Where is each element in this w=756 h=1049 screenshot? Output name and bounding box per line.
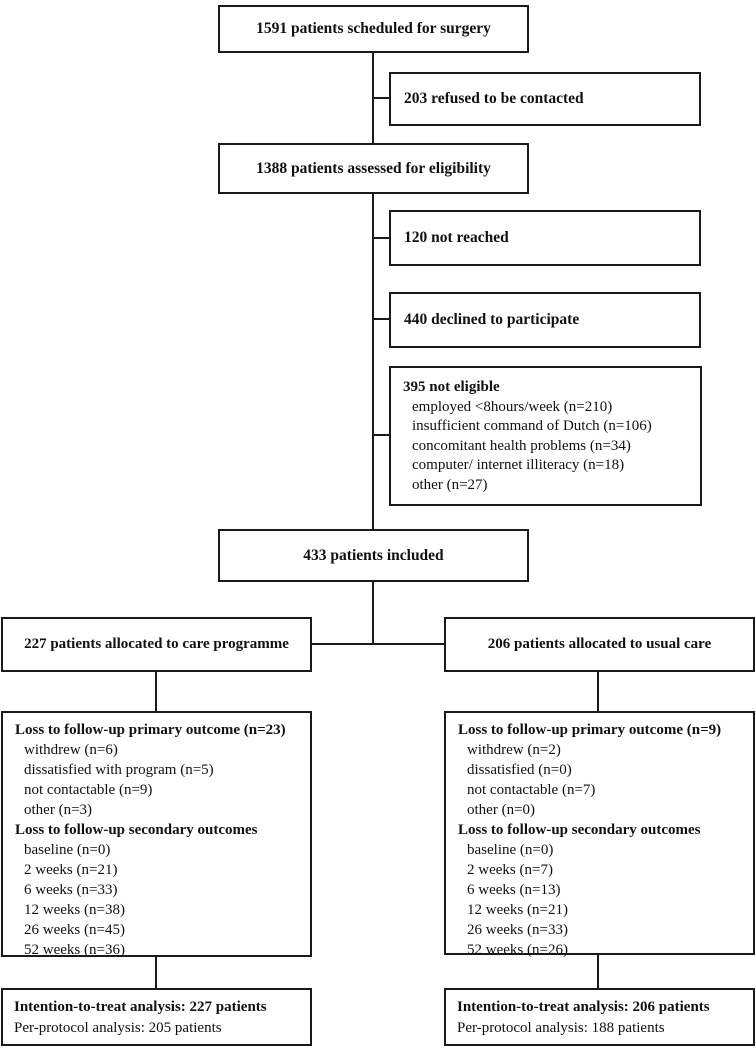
box-refused: 203 refused to be contacted <box>389 72 701 126</box>
box-analysis-usual-care: Intention-to-treat analysis: 206 patient… <box>444 988 755 1046</box>
connector-left-loss-analysis <box>155 955 157 989</box>
loss-secondary-item: 26 weeks (n=45) <box>24 922 125 938</box>
box-scheduled: 1591 patients scheduled for surgery <box>218 5 529 53</box>
loss-secondary-item: 12 weeks (n=38) <box>24 902 125 918</box>
box-allocation-usual-care-label: 206 patients allocated to usual care <box>487 636 712 652</box>
connector-left-allocation-loss <box>155 671 157 712</box>
box-not-reached: 120 not reached <box>389 210 701 266</box>
loss-primary-title: Loss to follow-up primary outcome (n=23) <box>15 722 286 738</box>
loss-secondary-item: 6 weeks (n=13) <box>467 882 561 898</box>
loss-secondary-title: Loss to follow-up secondary outcomes <box>15 822 258 838</box>
itt-analysis-line: Intention-to-treat analysis: 227 patient… <box>14 999 267 1015</box>
loss-primary-item: other (n=0) <box>467 802 536 818</box>
not-eligible-title: 395 not eligible <box>403 379 500 395</box>
loss-secondary-title: Loss to follow-up secondary outcomes <box>458 822 701 838</box>
loss-secondary-item: 26 weeks (n=33) <box>467 922 568 938</box>
not-eligible-item: concomitant health problems (n=34) <box>412 437 631 454</box>
not-eligible-item: employed <8hours/week (n=210) <box>412 398 613 415</box>
loss-secondary-item: 12 weeks (n=21) <box>467 902 568 918</box>
loss-primary-item: withdrew (n=6) <box>24 742 118 758</box>
connector-not-eligible-stub <box>372 434 391 436</box>
box-allocation-care-programme-label: 227 patients allocated to care programme <box>24 636 289 652</box>
box-loss-followup-care-programme: Loss to follow-up primary outcome (n=23)… <box>1 711 312 958</box>
box-allocation-care-programme: 227 patients allocated to care programme <box>1 617 312 672</box>
loss-primary-item: not contactable (n=7) <box>467 782 596 798</box>
box-included-label: 433 patients included <box>303 546 444 564</box>
box-analysis-care-programme: Intention-to-treat analysis: 227 patient… <box>1 988 312 1046</box>
box-assessed: 1388 patients assessed for eligibility <box>218 143 529 194</box>
box-loss-followup-usual-care: Loss to follow-up primary outcome (n=9) … <box>444 711 755 958</box>
loss-secondary-item: 52 weeks (n=26) <box>467 942 568 958</box>
connector-main-vertical <box>372 52 374 531</box>
loss-secondary-item: baseline (n=0) <box>467 842 554 858</box>
loss-primary-item: not contactable (n=9) <box>24 782 153 798</box>
not-eligible-item: other (n=27) <box>412 476 488 493</box>
loss-secondary-item: baseline (n=0) <box>24 842 111 858</box>
loss-secondary-item: 6 weeks (n=33) <box>24 882 118 898</box>
loss-primary-title: Loss to follow-up primary outcome (n=9) <box>458 722 722 738</box>
box-refused-label: 203 refused to be contacted <box>404 90 584 107</box>
box-allocation-usual-care: 206 patients allocated to usual care <box>444 617 755 672</box>
box-included: 433 patients included <box>218 529 529 582</box>
loss-secondary-item: 52 weeks (n=36) <box>24 942 125 958</box>
connector-not-reached-stub <box>372 237 391 239</box>
connector-refused-stub <box>372 97 391 99</box>
box-scheduled-label: 1591 patients scheduled for surgery <box>256 20 491 37</box>
connector-right-allocation-loss <box>597 671 599 712</box>
not-eligible-item: insufficient command of Dutch (n=106) <box>412 418 652 434</box>
per-protocol-line: Per-protocol analysis: 205 patients <box>14 1020 222 1036</box>
box-declined: 440 declined to participate <box>389 292 701 348</box>
loss-primary-item: dissatisfied (n=0) <box>467 762 572 778</box>
not-eligible-item: computer/ internet illiteracy (n=18) <box>412 457 625 473</box>
connector-split-horizontal <box>312 643 444 645</box>
box-declined-label: 440 declined to participate <box>404 311 580 328</box>
per-protocol-line: Per-protocol analysis: 188 patients <box>457 1020 665 1036</box>
box-not-eligible: 395 not eligible employed <8hours/week (… <box>389 366 702 506</box>
box-not-reached-label: 120 not reached <box>404 229 509 246</box>
loss-primary-item: withdrew (n=2) <box>467 742 561 758</box>
connector-included-vertical <box>372 581 374 645</box>
box-assessed-label: 1388 patients assessed for eligibility <box>256 159 491 177</box>
itt-analysis-line: Intention-to-treat analysis: 206 patient… <box>457 999 710 1015</box>
loss-secondary-item: 2 weeks (n=21) <box>24 862 118 878</box>
loss-primary-item: other (n=3) <box>24 802 93 818</box>
connector-right-loss-analysis <box>597 952 599 989</box>
connector-declined-stub <box>372 318 391 320</box>
loss-primary-item: dissatisfied with program (n=5) <box>24 762 214 778</box>
loss-secondary-item: 2 weeks (n=7) <box>467 862 553 878</box>
